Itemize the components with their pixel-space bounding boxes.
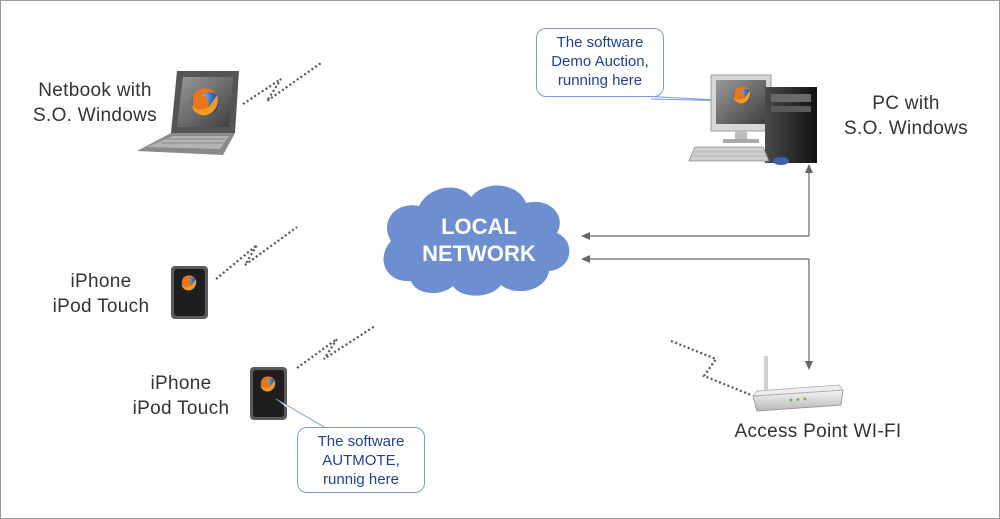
pc-callout-line3: running here	[557, 72, 643, 89]
iphone2-label-line1: iPhone	[150, 373, 212, 394]
netbook-label: Netbook with S.O. Windows	[19, 78, 171, 128]
iphone-software-callout: The software AUTMOTE, runnig here	[297, 427, 425, 493]
iphone2-label-line2: iPod Touch	[132, 398, 230, 419]
pc-label: PC with S.O. Windows	[826, 91, 986, 141]
iphone-callout-line3: runnig here	[323, 471, 399, 488]
iphone1-label-line1: iPhone	[70, 271, 132, 292]
netbook-label-line2: S.O. Windows	[33, 105, 157, 126]
access-point-label: Access Point WI-FI	[734, 421, 902, 442]
iphone1-label: iPhone iPod Touch	[31, 269, 171, 319]
access-point-wireless-signal	[670, 339, 752, 397]
router-icon	[752, 356, 844, 412]
iphone-icon	[250, 367, 287, 420]
wired-connections	[581, 164, 813, 370]
netbook-wireless-signal	[242, 62, 322, 105]
iphone1-wireless-signal	[215, 226, 298, 280]
iphone-icon	[171, 266, 208, 319]
local-network-cloud: LOCAL NETWORK	[383, 185, 570, 296]
pc-software-callout: The software Demo Auction, running here	[536, 28, 664, 97]
iphone-callout-line1: The software	[317, 433, 405, 450]
netbook-label-line1: Netbook with	[38, 80, 152, 101]
pc-icon	[688, 74, 817, 165]
netbook-icon	[137, 71, 239, 155]
pc-label-line2: S.O. Windows	[844, 118, 968, 139]
iphone2-wireless-signal	[296, 325, 376, 369]
iphone1-label-line2: iPod Touch	[52, 296, 150, 317]
pc-callout-line1: The software	[556, 34, 644, 51]
iphone2-label: iPhone iPod Touch	[111, 371, 251, 421]
network-label-line2: NETWORK	[422, 241, 536, 266]
network-label-line1: LOCAL	[441, 214, 517, 239]
iphone-callout-line2: AUTMOTE,	[322, 452, 400, 469]
pc-callout-line2: Demo Auction,	[551, 53, 649, 70]
pc-label-line1: PC with	[872, 93, 940, 114]
